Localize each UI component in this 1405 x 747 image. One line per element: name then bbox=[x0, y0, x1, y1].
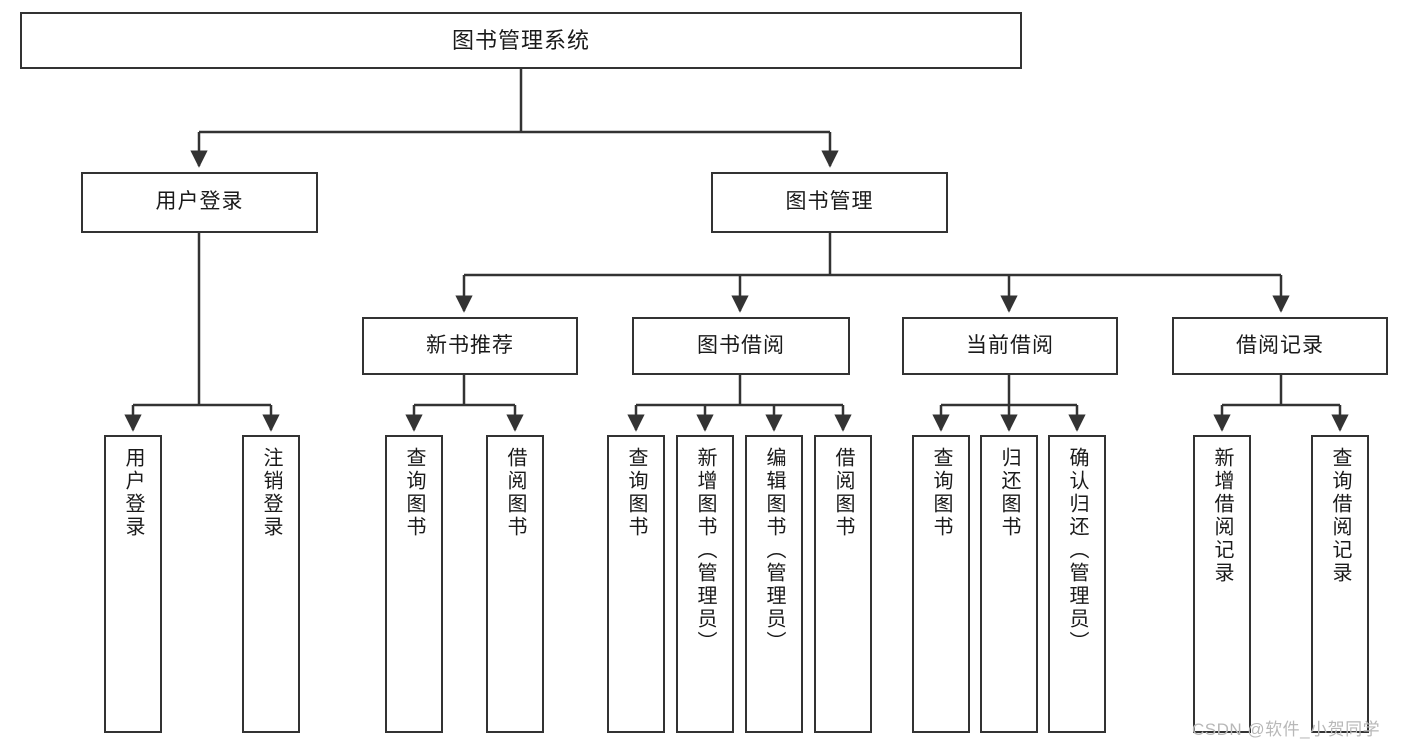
node-leaf-add-record[interactable]: 新增借阅记录 bbox=[1193, 435, 1251, 733]
node-root-label: 图书管理系统 bbox=[451, 27, 590, 53]
node-leaf-return-book-label: 归还图书 bbox=[998, 447, 1020, 539]
node-leaf-add-book[interactable]: 新增图书（管理员） bbox=[676, 435, 734, 733]
node-leaf-add-book-label: 新增图书（管理员） bbox=[694, 447, 716, 654]
node-leaf-user-login[interactable]: 用户登录 bbox=[104, 435, 162, 733]
node-leaf-query-book-3-label: 查询图书 bbox=[930, 447, 952, 539]
node-leaf-add-record-label: 新增借阅记录 bbox=[1211, 447, 1233, 585]
csdn-watermark: CSDN @软件_小贺同学 bbox=[1192, 720, 1381, 739]
node-leaf-borrow-book-1-label: 借阅图书 bbox=[504, 447, 526, 539]
node-borrow-record[interactable]: 借阅记录 bbox=[1172, 317, 1388, 375]
node-book-manage[interactable]: 图书管理 bbox=[711, 172, 948, 233]
node-leaf-borrow-book-2[interactable]: 借阅图书 bbox=[814, 435, 872, 733]
node-leaf-confirm-return[interactable]: 确认归还（管理员） bbox=[1048, 435, 1106, 733]
node-leaf-query-book-2-label: 查询图书 bbox=[625, 447, 647, 539]
node-current-borrow[interactable]: 当前借阅 bbox=[902, 317, 1118, 375]
node-borrow-record-label: 借阅记录 bbox=[1236, 333, 1324, 357]
node-new-book-recommend-label: 新书推荐 bbox=[426, 333, 514, 357]
node-book-borrow[interactable]: 图书借阅 bbox=[632, 317, 850, 375]
node-leaf-edit-book[interactable]: 编辑图书（管理员） bbox=[745, 435, 803, 733]
node-new-book-recommend[interactable]: 新书推荐 bbox=[362, 317, 578, 375]
node-leaf-logout-login[interactable]: 注销登录 bbox=[242, 435, 300, 733]
node-book-borrow-label: 图书借阅 bbox=[697, 333, 785, 357]
node-leaf-edit-book-label: 编辑图书（管理员） bbox=[763, 447, 785, 654]
node-user-login[interactable]: 用户登录 bbox=[81, 172, 318, 233]
node-leaf-query-record[interactable]: 查询借阅记录 bbox=[1311, 435, 1369, 733]
node-leaf-query-book-2[interactable]: 查询图书 bbox=[607, 435, 665, 733]
node-leaf-return-book[interactable]: 归还图书 bbox=[980, 435, 1038, 733]
node-user-login-label: 用户登录 bbox=[155, 190, 244, 214]
node-current-borrow-label: 当前借阅 bbox=[966, 333, 1054, 357]
node-leaf-confirm-return-label: 确认归还（管理员） bbox=[1066, 447, 1088, 654]
node-leaf-logout-login-label: 注销登录 bbox=[260, 447, 282, 539]
node-leaf-query-record-label: 查询借阅记录 bbox=[1329, 447, 1351, 585]
node-leaf-query-book-3[interactable]: 查询图书 bbox=[912, 435, 970, 733]
node-leaf-borrow-book-1[interactable]: 借阅图书 bbox=[486, 435, 544, 733]
node-root[interactable]: 图书管理系统 bbox=[20, 12, 1022, 69]
node-leaf-user-login-label: 用户登录 bbox=[122, 447, 144, 539]
node-leaf-query-book-1-label: 查询图书 bbox=[403, 447, 425, 539]
node-book-manage-label: 图书管理 bbox=[785, 190, 874, 214]
node-leaf-borrow-book-2-label: 借阅图书 bbox=[832, 447, 854, 539]
node-leaf-query-book-1[interactable]: 查询图书 bbox=[385, 435, 443, 733]
